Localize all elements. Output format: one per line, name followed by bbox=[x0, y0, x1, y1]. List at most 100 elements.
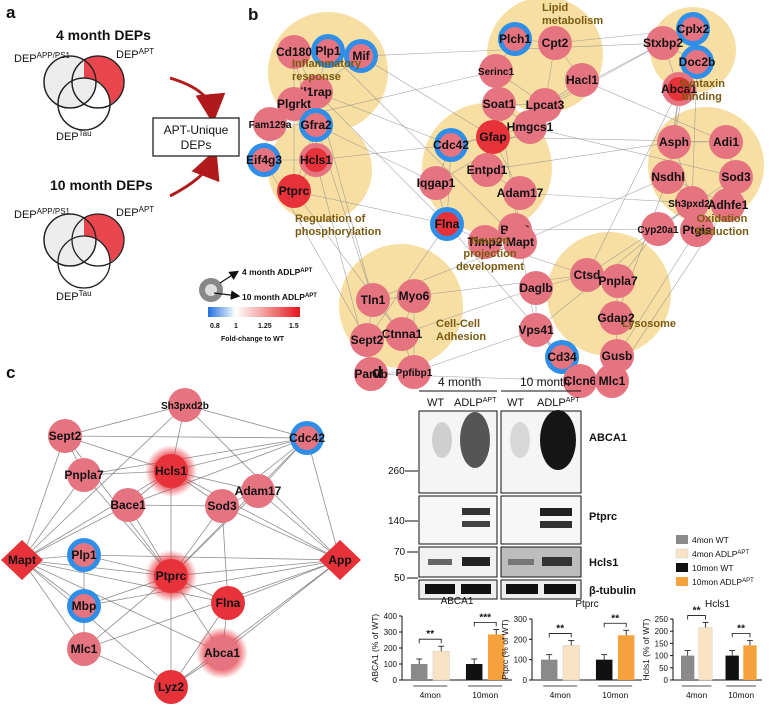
c-node-label: Ptprc bbox=[156, 569, 187, 583]
node-label: Nsdhl bbox=[651, 170, 684, 184]
bar-4mon-adlp bbox=[698, 627, 713, 681]
node-sh3pxd2b: Sh3pxd2b bbox=[668, 186, 716, 220]
node-label: Sh3pxd2b bbox=[668, 199, 716, 210]
bar-10mon-wt bbox=[595, 659, 613, 680]
node-cd34: Cd34 bbox=[545, 340, 579, 374]
node-label: Sept2 bbox=[351, 333, 384, 347]
node-sod3: Sod3 bbox=[719, 160, 753, 194]
node-label: Timp2 bbox=[467, 235, 502, 249]
c-edge-23 bbox=[21, 470, 172, 561]
node-mif: Mif bbox=[344, 39, 378, 73]
node-label: Gusb bbox=[602, 349, 633, 363]
c-edge-22 bbox=[170, 470, 341, 561]
significance-label: ** bbox=[611, 613, 619, 624]
node-ppfibp1: Ppfibp1 bbox=[396, 355, 433, 389]
panel-a: a 4 month DEPs DEPAPP/PS1 DEPAPT DEPTau … bbox=[6, 3, 240, 303]
node-label: Adam17 bbox=[497, 186, 544, 200]
c-node-cdc42: Cdc42 bbox=[289, 421, 325, 455]
node-label: Cdc42 bbox=[433, 138, 469, 152]
node-cdc42: Cdc42 bbox=[433, 128, 469, 162]
node-label: Stxbp2 bbox=[643, 36, 683, 50]
edge-68 bbox=[360, 55, 494, 138]
c-edge-42 bbox=[83, 559, 341, 607]
c-node-pnpla7: Pnpla7 bbox=[64, 458, 104, 492]
y-axis-label: Hcls1 (% of WT) bbox=[641, 618, 651, 680]
c-node-label: Sh3pxd2b bbox=[161, 401, 209, 412]
legend-inner-label: 10 month ADLPAPT bbox=[242, 292, 317, 302]
node-label: Hcls1 bbox=[300, 153, 332, 167]
lane-4-wt: WT bbox=[427, 397, 444, 409]
edge-101 bbox=[616, 229, 698, 357]
node-label: Vps41 bbox=[518, 323, 554, 337]
edge-82 bbox=[586, 88, 680, 276]
mw-markers: 260 140 70 50 bbox=[388, 466, 418, 584]
significance-bracket bbox=[473, 622, 497, 627]
node-label: Plgrkt bbox=[277, 97, 311, 111]
node-cd180: Cd180 bbox=[276, 35, 312, 69]
node-vps41: Vps41 bbox=[518, 313, 554, 347]
node-label: Adi1 bbox=[713, 135, 739, 149]
node-cpt2: Cpt2 bbox=[538, 26, 572, 60]
legend-10mon-adlp: 10mon ADLPAPT bbox=[692, 577, 754, 587]
bar-4mon-wt bbox=[410, 664, 428, 680]
apt-unique-line2: DEPs bbox=[181, 138, 212, 152]
node-plgrkt: Plgrkt bbox=[277, 87, 311, 121]
blot-hcls1 bbox=[418, 546, 582, 578]
c-edge-16 bbox=[21, 474, 85, 561]
c-node-label: Plp1 bbox=[71, 548, 97, 562]
significance-bracket bbox=[548, 633, 572, 638]
node-ptprc: Ptprc bbox=[277, 174, 311, 208]
c-edge-58 bbox=[83, 554, 341, 561]
edge-78 bbox=[544, 42, 664, 106]
node-clcn6: Clcn6 bbox=[563, 364, 597, 398]
node-label: Eif4g3 bbox=[246, 153, 282, 167]
significance-label: ** bbox=[693, 606, 701, 617]
c-node-label: App bbox=[328, 553, 351, 567]
venn4-label-app: DEPAPP/PS1 bbox=[14, 51, 71, 65]
blot-beta-tubulin bbox=[418, 579, 582, 600]
venn-10month-title: 10 month DEPs bbox=[50, 177, 153, 193]
node-label: Lpcat3 bbox=[526, 98, 565, 112]
y-tick-label: 300 bbox=[514, 615, 528, 624]
node-plp1: Plp1 bbox=[311, 34, 345, 68]
c-edge-36 bbox=[21, 559, 85, 650]
node-label: Ptprc bbox=[279, 184, 310, 198]
c-edge-11 bbox=[306, 437, 341, 561]
venn10-label-tau: DEPTau bbox=[56, 289, 92, 303]
node-ctsd: Ctsd bbox=[570, 258, 604, 292]
venn4-label-tau: DEPTau bbox=[56, 129, 92, 143]
apt-unique-line1: APT-Unique bbox=[164, 123, 229, 137]
c-node-label: Hcls1 bbox=[155, 464, 187, 478]
legend-core bbox=[205, 284, 217, 296]
blot-label-tubulin: β-tubulin bbox=[589, 585, 636, 597]
edge-85 bbox=[293, 190, 448, 225]
node-iqgap1: Iqgap1 bbox=[417, 166, 456, 200]
node-gfra2: Gfra2 bbox=[299, 108, 333, 142]
legend-swatch-4mon-wt bbox=[676, 535, 688, 544]
significance-bracket bbox=[418, 638, 442, 644]
node-cplx2: Cplx2 bbox=[676, 12, 710, 46]
c-node-hcls1: Hcls1 bbox=[145, 445, 197, 497]
node-hmgcs1: Hmgcs1 bbox=[507, 110, 554, 144]
c-edge-59 bbox=[21, 404, 186, 561]
node-label: Cpt2 bbox=[542, 36, 569, 50]
arrow-4month bbox=[169, 76, 226, 124]
node-label: Cyp20a1 bbox=[637, 225, 679, 236]
panel-b-letter: b bbox=[248, 5, 258, 24]
apt-unique-box bbox=[152, 117, 240, 157]
arrow-10month bbox=[169, 148, 220, 198]
y-tick-label: 400 bbox=[384, 612, 398, 621]
c-node-sod3: Sod3 bbox=[205, 489, 239, 523]
node-label: Hacl1 bbox=[566, 73, 598, 87]
legend-tick-2: 1.25 bbox=[258, 323, 272, 330]
venn-4month bbox=[43, 55, 125, 131]
category-label: 4mon bbox=[686, 690, 708, 700]
node-label: Plch1 bbox=[499, 32, 531, 46]
significance-bracket bbox=[603, 622, 627, 628]
mw-50: 50 bbox=[394, 573, 406, 584]
